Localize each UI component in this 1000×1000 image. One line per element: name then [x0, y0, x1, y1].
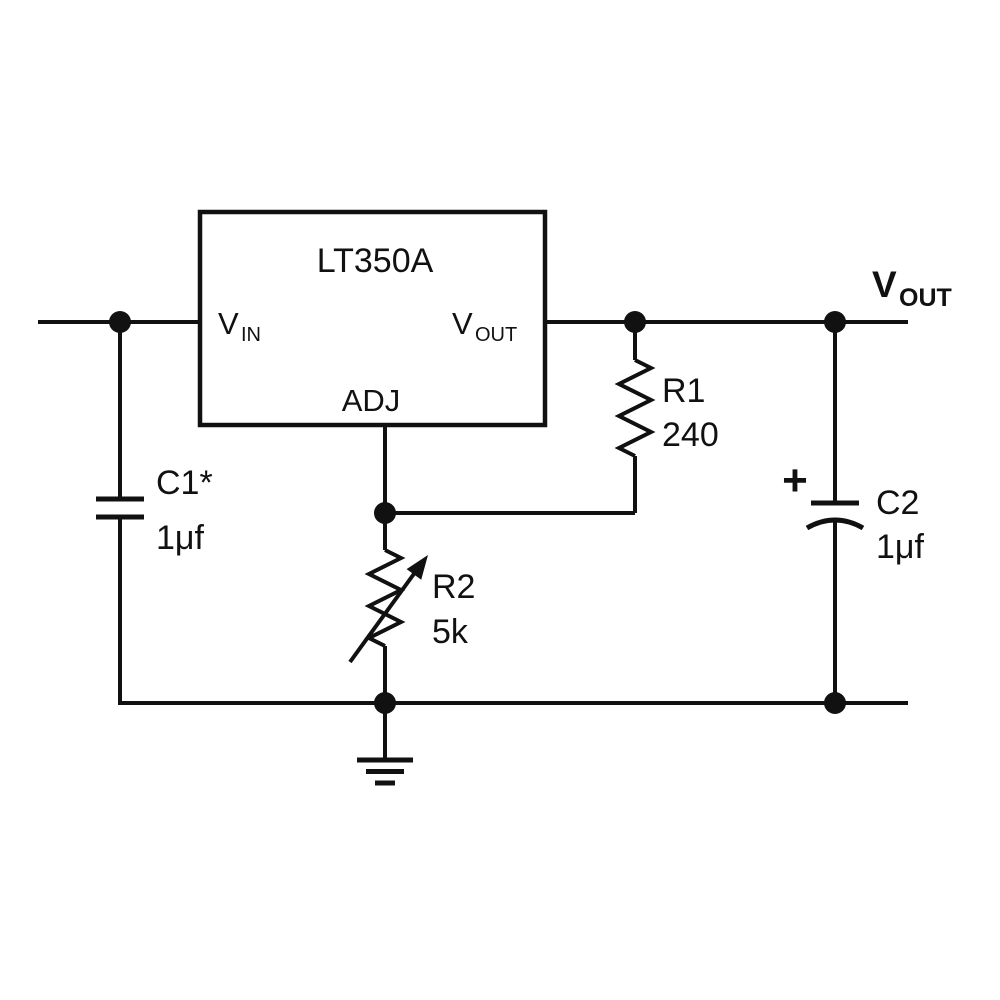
- junction-dots: [109, 311, 846, 714]
- vout-net-label: V: [872, 264, 897, 305]
- ground-symbol: [357, 703, 413, 786]
- ic-body: [197, 209, 548, 428]
- c2-bottom-plate: [805, 517, 865, 531]
- pin-label-adj: ADJ: [342, 383, 401, 418]
- ic-lt350a: LT350A V IN V OUT ADJ: [197, 209, 548, 428]
- pin-label-vout: V: [452, 306, 473, 341]
- vout-net-label-subscript: OUT: [899, 284, 952, 312]
- c1-ref-label: C1*: [156, 464, 213, 502]
- junction-dot-input: [109, 311, 131, 333]
- r2-ref-label: R2: [432, 568, 475, 606]
- pin-label-vout-subscript: OUT: [475, 324, 517, 346]
- c2-ref-label: C2: [876, 484, 919, 522]
- pin-label-vin-subscript: IN: [241, 324, 261, 346]
- r2-value-label: 5k: [432, 613, 469, 651]
- ic-label: LT350A: [317, 242, 434, 280]
- r2-adjust-arrow-head: [406, 555, 428, 580]
- junction-dot-c2-bottom: [824, 692, 846, 714]
- junction-dot-r1-top: [624, 311, 646, 333]
- wires: [38, 320, 908, 705]
- r1-ref-label: R1: [662, 372, 705, 410]
- c2-value-label: 1μf: [876, 528, 924, 566]
- c1-value-label: 1μf: [156, 519, 204, 557]
- r2-adjust-arrow-shaft: [348, 569, 418, 664]
- c2-polarity-plus: +: [782, 456, 808, 505]
- r1-value-label: 240: [662, 416, 719, 454]
- junction-dot-adj: [374, 502, 396, 524]
- resistor-r1: R1 240: [614, 358, 719, 458]
- pin-label-vin: V: [218, 306, 239, 341]
- net-label-vout: V OUT: [872, 264, 952, 312]
- resistor-r2-symbol: [364, 548, 406, 648]
- potentiometer-r2: R2 5k: [348, 548, 475, 664]
- capacitor-c2: + C2 1μf: [782, 456, 924, 566]
- capacitor-c1: C1* 1μf: [96, 464, 213, 557]
- resistor-r1-symbol: [614, 358, 656, 458]
- junction-dot-c2-top: [824, 311, 846, 333]
